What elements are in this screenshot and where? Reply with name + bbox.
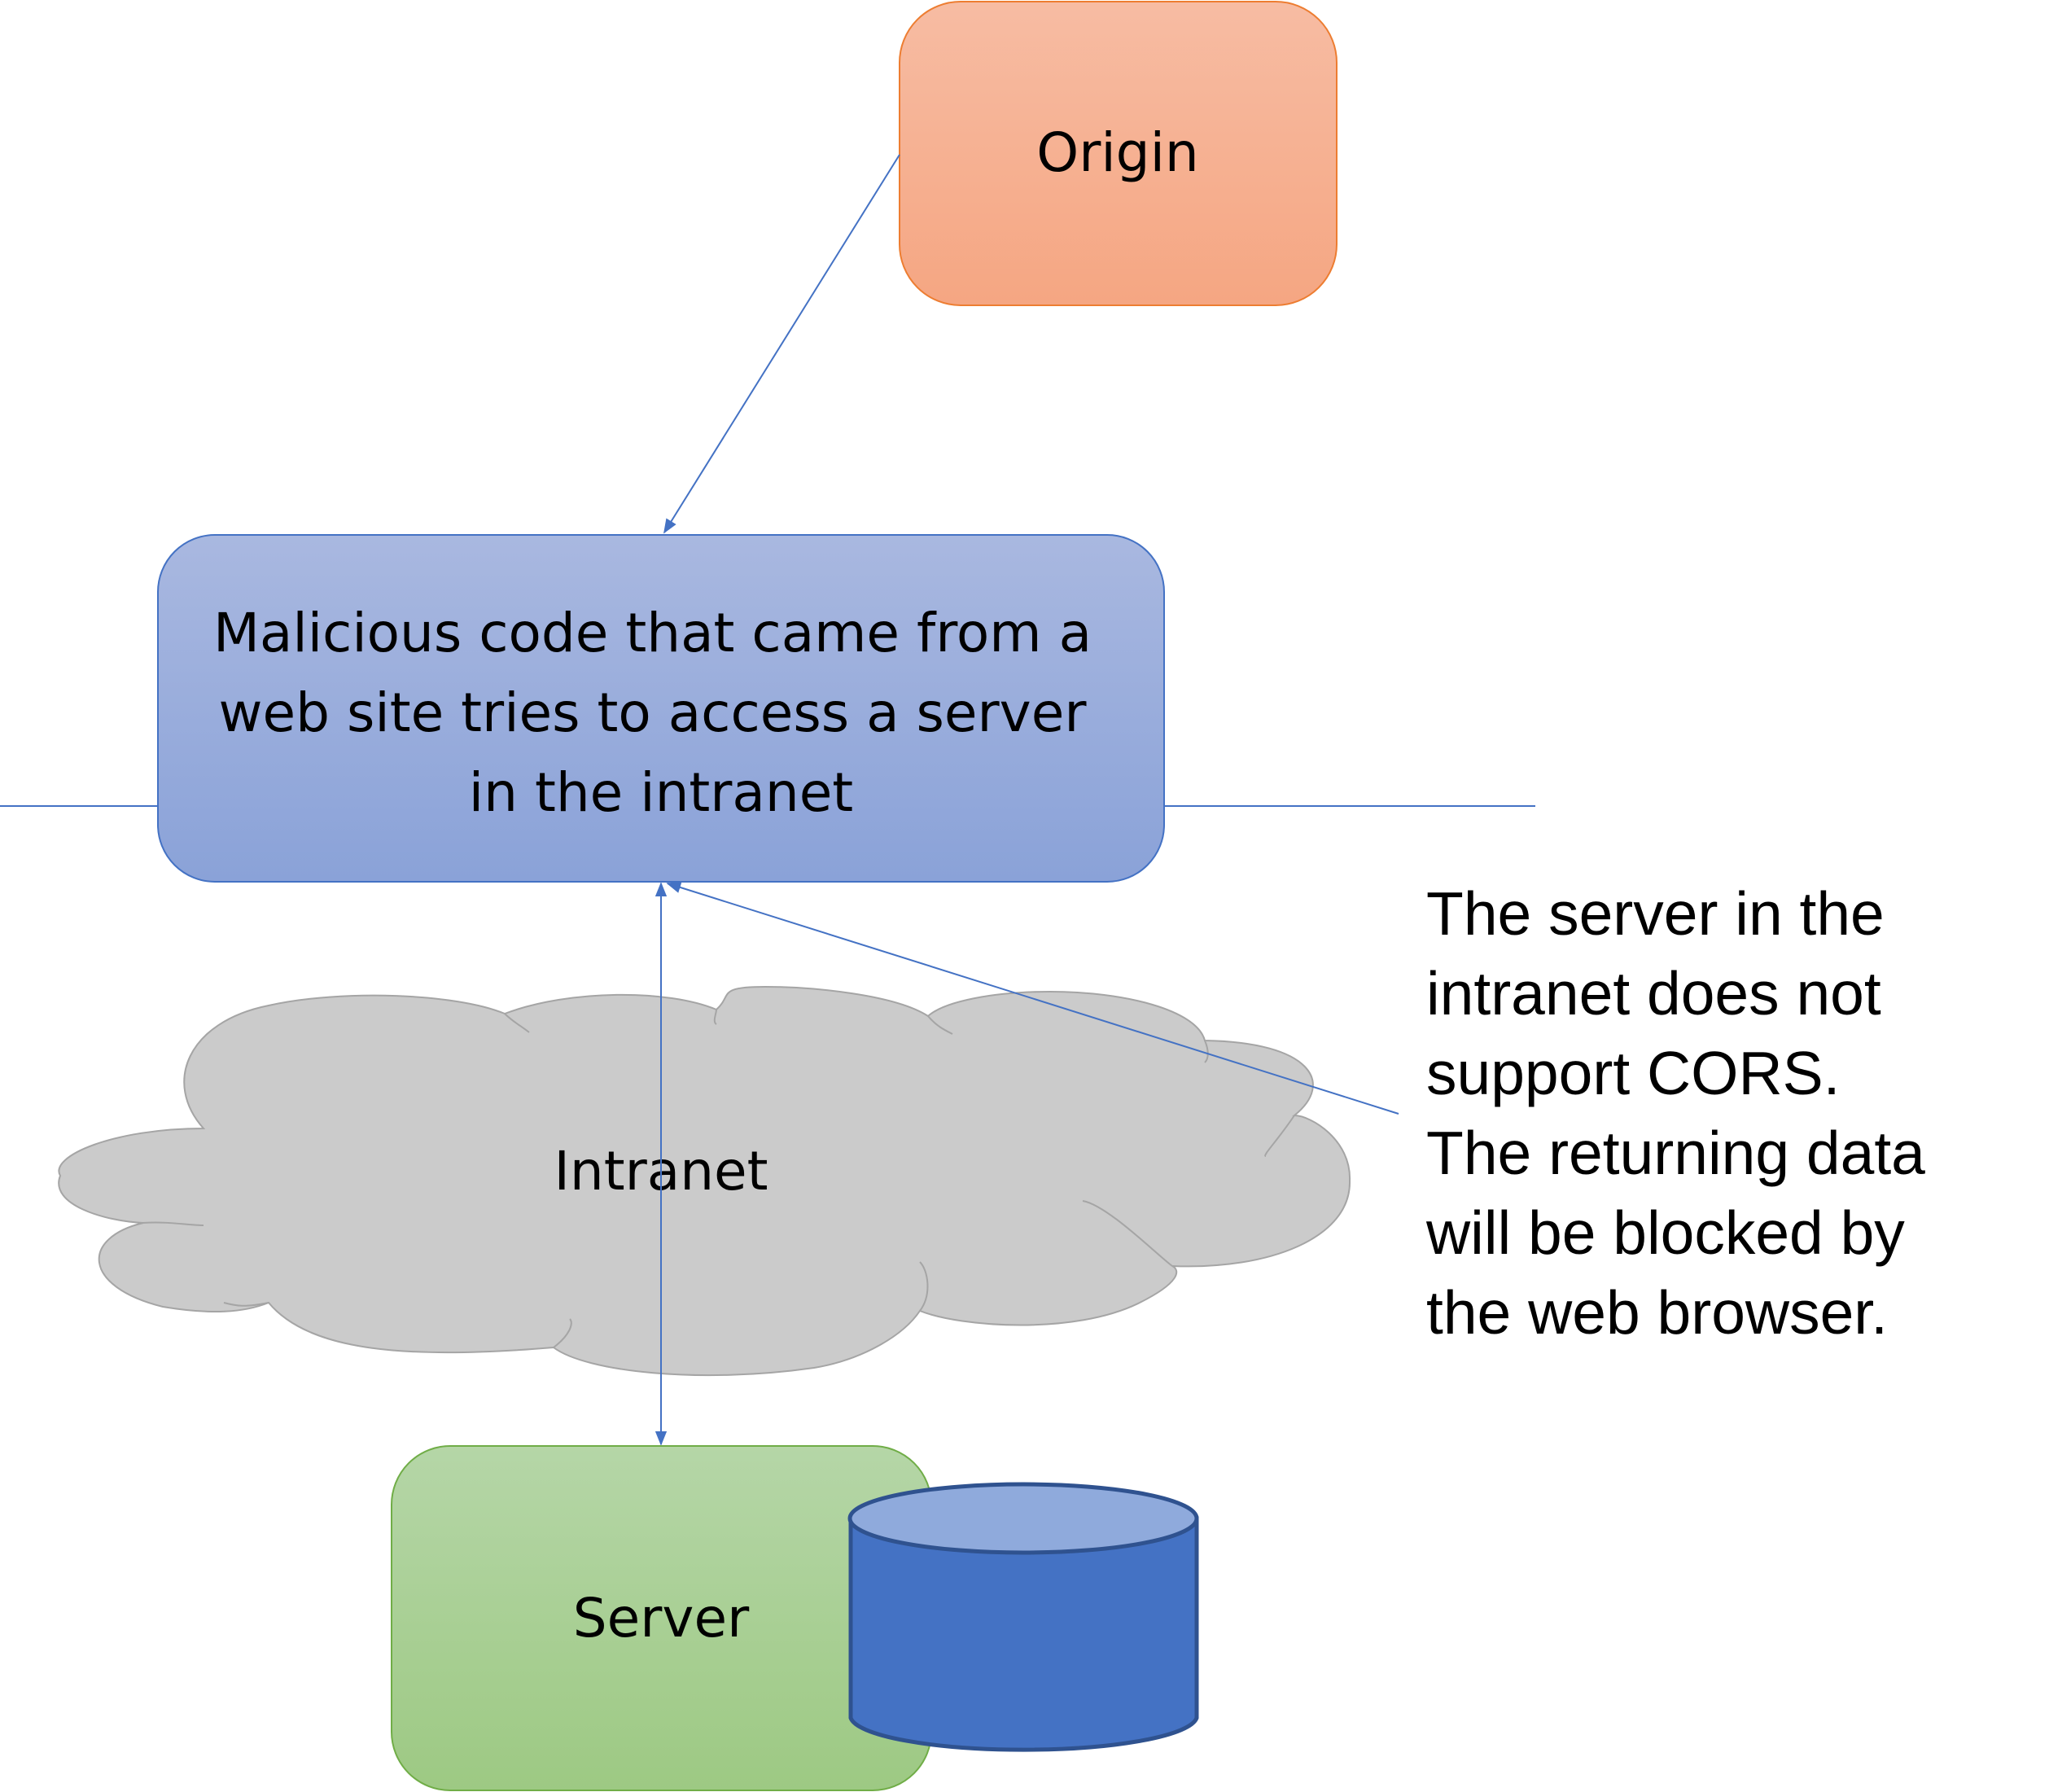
- origin-label: Origin: [1036, 121, 1198, 184]
- origin-node[interactable]: Origin: [899, 1, 1338, 306]
- malicious-code-line: in the intranet: [469, 761, 853, 824]
- origin-box: [899, 1, 1338, 306]
- annotation-line: the web browser.: [1426, 1278, 1888, 1347]
- malicious-code-text: Malicious code that came from a web site…: [213, 602, 1109, 824]
- malicious-code-box: [157, 534, 1165, 883]
- database-body: [848, 1516, 1199, 1752]
- origin-to-code-arrow: [663, 154, 900, 534]
- annotation-line: will be blocked by: [1425, 1198, 1905, 1267]
- malicious-code-node[interactable]: Malicious code that came from a web site…: [157, 534, 1165, 883]
- annotation-pointer-arrow: [666, 882, 1399, 1115]
- annotation-line: The returning data: [1426, 1119, 1925, 1187]
- annotation-line: intranet does not: [1426, 959, 1881, 1027]
- cors-annotation: The server in the intranet does not supp…: [1425, 879, 1942, 1347]
- malicious-code-line: web site tries to access a server: [219, 681, 1088, 744]
- malicious-code-line: Malicious code that came from a: [213, 602, 1092, 664]
- server-label: Server: [573, 1587, 750, 1650]
- intranet-cloud[interactable]: Intranet: [58, 985, 1351, 1377]
- database-icon[interactable]: [847, 1482, 1199, 1752]
- annotation-line: The server in the: [1426, 879, 1885, 948]
- database-top: [847, 1482, 1199, 1555]
- annotation-line: support CORS.: [1426, 1039, 1841, 1107]
- cloud-shape: [58, 985, 1351, 1377]
